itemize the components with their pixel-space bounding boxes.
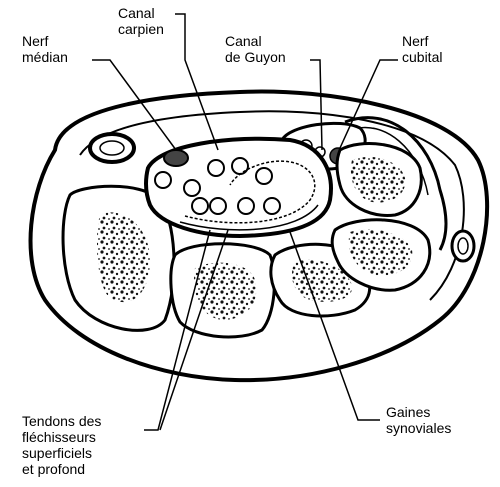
label-nerf-cubital: Nerf cubital <box>402 33 443 65</box>
label-tendons: Tendons des fléchisseurs superficiels et… <box>22 413 102 477</box>
label-canal-carpien: Canal carpien <box>118 5 164 37</box>
median-nerve <box>163 149 189 167</box>
label-gaines-synoviales: Gaines synoviales <box>386 404 452 436</box>
flexor-tendons <box>154 157 281 215</box>
leader-lines <box>92 13 398 431</box>
carpal-canal <box>143 136 333 239</box>
label-canal-guyon: Canal de Guyon <box>225 33 286 65</box>
label-nerf-median: Nerf médian <box>22 33 68 65</box>
synovial-sheath <box>184 160 316 224</box>
